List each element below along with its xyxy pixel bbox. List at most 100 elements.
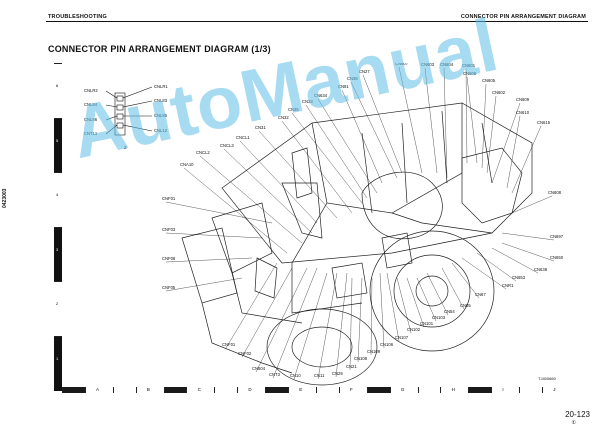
row-scale-segment bbox=[54, 172, 62, 228]
column-scale-label: I bbox=[502, 387, 504, 392]
page-number: 20-123 bbox=[565, 410, 590, 419]
connector-leader-line bbox=[406, 277, 425, 328]
inset-connector-label: CNTL1 bbox=[84, 131, 98, 136]
connector-leader-line bbox=[443, 67, 448, 179]
connector-label: CNR1 bbox=[502, 283, 514, 288]
inset-connector-label: CNL86 bbox=[84, 117, 98, 122]
connector-label: CN102 bbox=[407, 327, 421, 332]
connector-leader-line bbox=[424, 67, 438, 174]
connector-leader-line bbox=[426, 272, 449, 316]
column-scale-segment bbox=[468, 387, 493, 393]
connector-label: CN05 bbox=[460, 303, 471, 308]
connector-leader-line bbox=[506, 115, 521, 189]
connector-label: CN604 bbox=[252, 366, 266, 371]
connector-leader-line bbox=[511, 125, 542, 194]
connector-leader-line bbox=[165, 257, 253, 263]
connector-leader-line bbox=[335, 272, 348, 378]
connector-leader-line bbox=[199, 155, 303, 244]
connector-label: CN31 bbox=[255, 125, 266, 130]
connector-leader-line bbox=[255, 267, 308, 373]
column-scale-label: F bbox=[350, 387, 353, 392]
connector-leader-line bbox=[317, 272, 338, 380]
connector-leader-line bbox=[165, 277, 243, 292]
column-scale-label: E bbox=[299, 387, 303, 392]
connector-leader-line bbox=[466, 76, 478, 164]
connector-leader-line bbox=[481, 83, 487, 169]
side-document-code: 0423003 bbox=[2, 188, 8, 208]
connector-leader-line bbox=[501, 242, 555, 262]
connector-label: CN35 bbox=[288, 107, 299, 112]
connector-leader-line bbox=[291, 112, 363, 204]
column-scale-label: C bbox=[197, 387, 201, 392]
connector-label: CN106 bbox=[380, 342, 394, 347]
connector-label: CN605 bbox=[482, 78, 496, 83]
row-scale-segment bbox=[54, 117, 62, 173]
column-scale-segment bbox=[519, 387, 544, 393]
connector-leader-line bbox=[416, 277, 437, 322]
connector-leader-line bbox=[165, 201, 273, 224]
column-scale-label: B bbox=[146, 387, 150, 392]
connector-label: CNCL3 bbox=[220, 143, 234, 148]
connector-label: CN54 bbox=[444, 309, 455, 314]
connector-label: CN38 bbox=[347, 76, 358, 81]
connector-label: CN604 bbox=[440, 63, 454, 67]
connector-leader-line bbox=[223, 148, 313, 234]
connector-label: CN27 bbox=[359, 69, 370, 74]
page-header: CONNECTOR PIN ARRANGEMENT DIAGRAM bbox=[460, 14, 586, 20]
row-scale-label: 6 bbox=[56, 83, 59, 88]
column-scale-label: G bbox=[400, 387, 405, 392]
connector-label: CN650 bbox=[550, 255, 564, 260]
connector-label: CN109 bbox=[367, 349, 381, 354]
connector-leader-line bbox=[396, 277, 412, 334]
connector-label: CN610 bbox=[516, 110, 530, 115]
connector-leader-line bbox=[239, 140, 318, 224]
column-scale-segment bbox=[338, 387, 368, 393]
column-scale-segment bbox=[163, 387, 188, 393]
connector-leader-line bbox=[183, 167, 288, 254]
column-scale-segment bbox=[186, 387, 216, 393]
column-scale-segment bbox=[112, 387, 137, 393]
column-scale-label: A bbox=[96, 387, 100, 392]
column-scale-segment bbox=[237, 387, 267, 393]
connector-leader-line bbox=[362, 74, 403, 174]
connector-label: CN32 bbox=[278, 115, 289, 120]
column-scale-segment bbox=[417, 387, 442, 393]
connector-label: CNF06 bbox=[162, 256, 176, 261]
connector-leader-line bbox=[225, 262, 278, 349]
connector-leader-line bbox=[461, 257, 507, 290]
connector-label: CN602 bbox=[492, 90, 506, 95]
row-scale-label: 3 bbox=[56, 246, 59, 252]
connector-label: CNF02 bbox=[238, 351, 252, 356]
inset-connector-label: CNLR2 bbox=[84, 88, 98, 93]
connector-leader-line bbox=[491, 102, 521, 184]
connector-label: CNA10 bbox=[180, 162, 194, 167]
connector-label: CN608 bbox=[548, 190, 562, 195]
connector-label: CN603 bbox=[421, 63, 435, 67]
row-scale-label: 1 bbox=[56, 355, 59, 361]
column-scale-segment bbox=[265, 387, 290, 393]
column-scale-segment bbox=[366, 387, 391, 393]
section-header: TROUBLESHOOTING bbox=[48, 14, 107, 20]
column-scale-segment bbox=[440, 387, 470, 393]
connector-label: CN91 bbox=[338, 84, 349, 89]
connector-leader-line bbox=[258, 130, 338, 219]
connector-leader-line bbox=[165, 232, 263, 239]
connector-leader-line bbox=[451, 262, 480, 299]
connector-label: CN108 bbox=[354, 356, 368, 361]
connector-leader-line bbox=[386, 272, 400, 342]
row-scale-label: 2 bbox=[56, 301, 59, 306]
connector-leader-line bbox=[511, 195, 553, 214]
connector-label: CNCL1 bbox=[236, 135, 250, 140]
column-scale-segment bbox=[316, 387, 340, 393]
connector-label: CN67 bbox=[475, 292, 486, 297]
connector-leader-line bbox=[241, 267, 293, 358]
connector-leader-line bbox=[272, 267, 318, 379]
row-scale-segment bbox=[54, 281, 62, 337]
row-scale-label: 4 bbox=[56, 192, 59, 197]
column-scale-segment bbox=[288, 387, 317, 393]
machine-outline bbox=[181, 102, 533, 386]
connector-leader-line bbox=[349, 277, 353, 371]
inset-connector-block bbox=[105, 86, 153, 136]
